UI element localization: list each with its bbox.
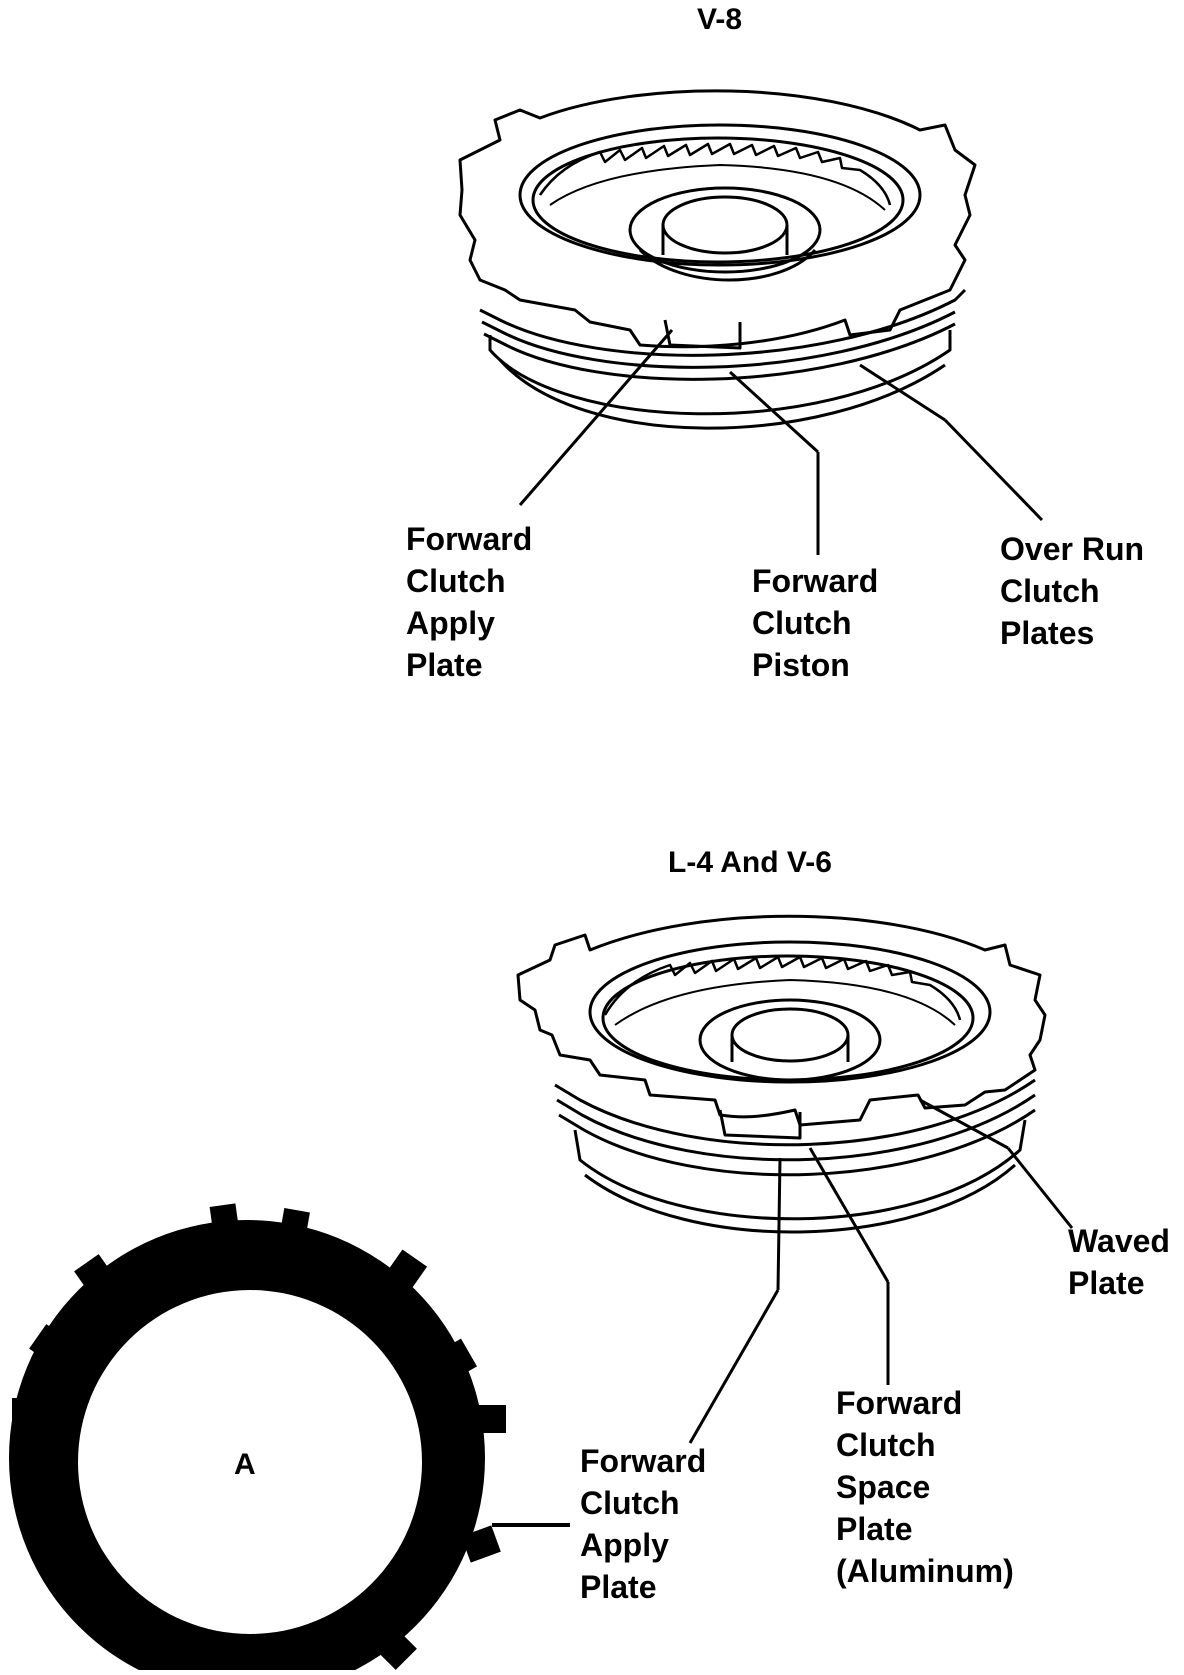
leader-v8-overrun-b <box>943 418 1044 522</box>
leader-l4v6-space-plate-a <box>808 1147 890 1283</box>
leader-l4v6-apply-plate-b <box>688 1289 780 1444</box>
label-v8-forward-clutch-piston: Forward Clutch Piston <box>752 563 879 683</box>
apply-plate-a-drawing <box>9 1203 506 1675</box>
leader-l4v6-apply-plate-a <box>776 1157 782 1291</box>
l4v6-title: L-4 And V-6 <box>668 846 832 879</box>
leader-v8-overrun-a <box>859 363 946 422</box>
leader-l4v6-waved-plate-a <box>919 1098 1009 1150</box>
label-l4v6-waved-plate: Waved Plate <box>1068 1223 1170 1301</box>
label-v8-forward-clutch-apply-plate: Forward Clutch Apply Plate <box>406 521 533 683</box>
leader-v8-piston-a <box>728 370 820 454</box>
leader-v8-apply-plate <box>518 329 674 506</box>
label-l4v6-forward-clutch-space-plate: Forward Clutch Space Plate (Aluminum) <box>836 1385 1014 1589</box>
leader-l4v6-waved-plate-b <box>1006 1147 1074 1229</box>
plate-a-letter: A <box>234 1448 256 1481</box>
v8-leader-lines <box>518 329 1044 555</box>
label-v8-over-run-clutch-plates: Over Run Clutch Plates <box>1000 531 1145 651</box>
v8-title: V-8 <box>697 3 743 36</box>
l4v6-clutch-assembly <box>516 914 1047 1234</box>
l4v6-leader-lines <box>688 1098 1074 1444</box>
v8-clutch-assembly <box>458 89 977 430</box>
label-l4v6-forward-clutch-apply-plate: Forward Clutch Apply Plate <box>580 1443 707 1605</box>
